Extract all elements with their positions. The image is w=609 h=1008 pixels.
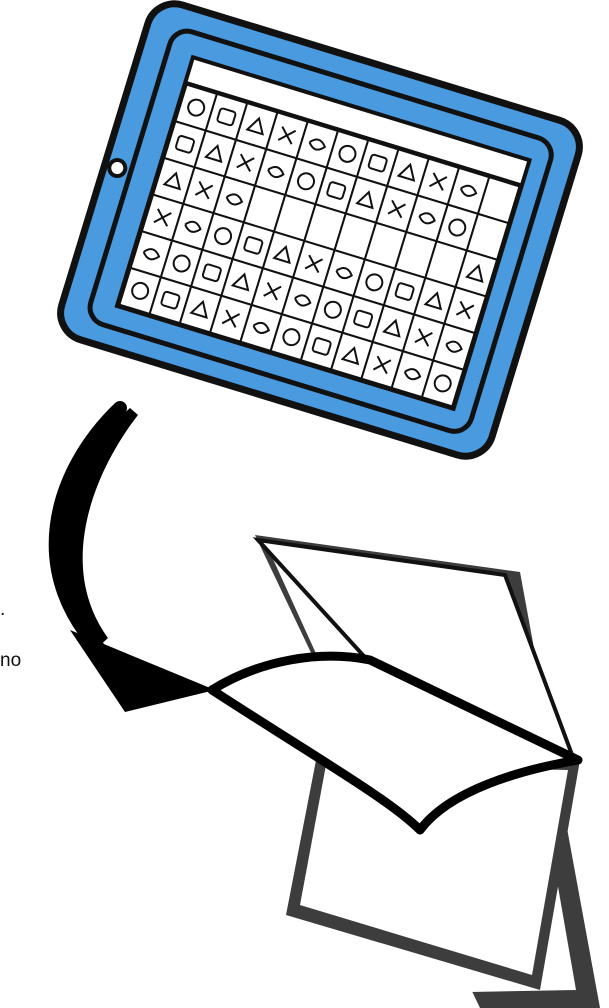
curved-arrow — [55, 408, 215, 712]
tablet — [54, 0, 587, 463]
folded-paper — [212, 535, 600, 1008]
cropped-text-fragment-2: no — [0, 651, 21, 670]
arrow-head — [70, 630, 215, 712]
cropped-text-fragment-1: . — [0, 600, 5, 619]
home-button[interactable] — [107, 158, 127, 178]
